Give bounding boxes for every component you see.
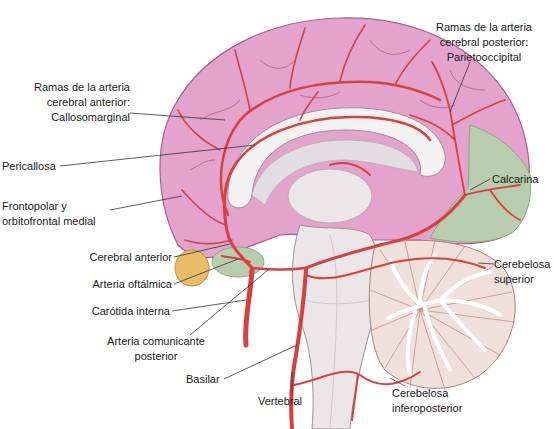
leader-line xyxy=(130,113,225,120)
leader-line xyxy=(470,179,490,190)
vertebral-artery xyxy=(291,355,296,429)
leader-line xyxy=(110,196,182,210)
leader-line xyxy=(292,372,293,394)
leader-line xyxy=(190,270,268,335)
basilar-artery xyxy=(296,270,306,355)
part-label: Cerebelosa superior xyxy=(494,257,554,287)
leader-line xyxy=(172,300,246,311)
posterior-cerebral xyxy=(306,195,465,268)
part-label: Cerebelosa inferoposterior xyxy=(392,386,492,416)
callosomarginal-artery xyxy=(221,82,440,215)
part-label: Frontopolar y orbitofrontal medial xyxy=(2,199,127,229)
part-label: Basilar xyxy=(186,372,236,387)
leader-line xyxy=(390,378,405,386)
anterior-cerebral xyxy=(224,165,252,268)
superior-cerebellar xyxy=(306,258,485,278)
arbor-vitae xyxy=(388,255,500,375)
part-label: Ramas de la arteria cerebral anterior: C… xyxy=(4,80,130,125)
choroidal-artery xyxy=(330,163,370,175)
parietooccipital-artery xyxy=(410,62,505,195)
leader-line xyxy=(224,345,297,379)
part-label: Cerebral anterior xyxy=(58,250,172,265)
internal-carotid xyxy=(246,270,252,345)
part-label: Pericallosa xyxy=(2,159,82,174)
calcarine-artery xyxy=(465,185,520,220)
ophthalmic-artery xyxy=(222,256,250,262)
posterior-communicating xyxy=(252,268,305,270)
part-label: Vertebral xyxy=(258,394,318,409)
part-label: Calcarina xyxy=(492,172,552,187)
part-label: Arteria oftálmica xyxy=(58,277,172,292)
part-label: Carótida interna xyxy=(58,304,170,319)
thalamus xyxy=(288,169,372,223)
brainstem xyxy=(293,225,380,429)
leader-line xyxy=(174,259,238,284)
part-label: Ramas de la arteria cerebral posterior: … xyxy=(418,20,550,65)
cortical-branch xyxy=(178,25,430,244)
part-label: Arteria comunicante posterior xyxy=(95,334,217,364)
leader-line xyxy=(478,263,494,264)
leader-line xyxy=(450,62,470,112)
pericallosal-artery xyxy=(235,117,430,165)
leader-line xyxy=(174,244,230,257)
artery-group xyxy=(178,25,520,429)
leader-line xyxy=(60,145,255,166)
